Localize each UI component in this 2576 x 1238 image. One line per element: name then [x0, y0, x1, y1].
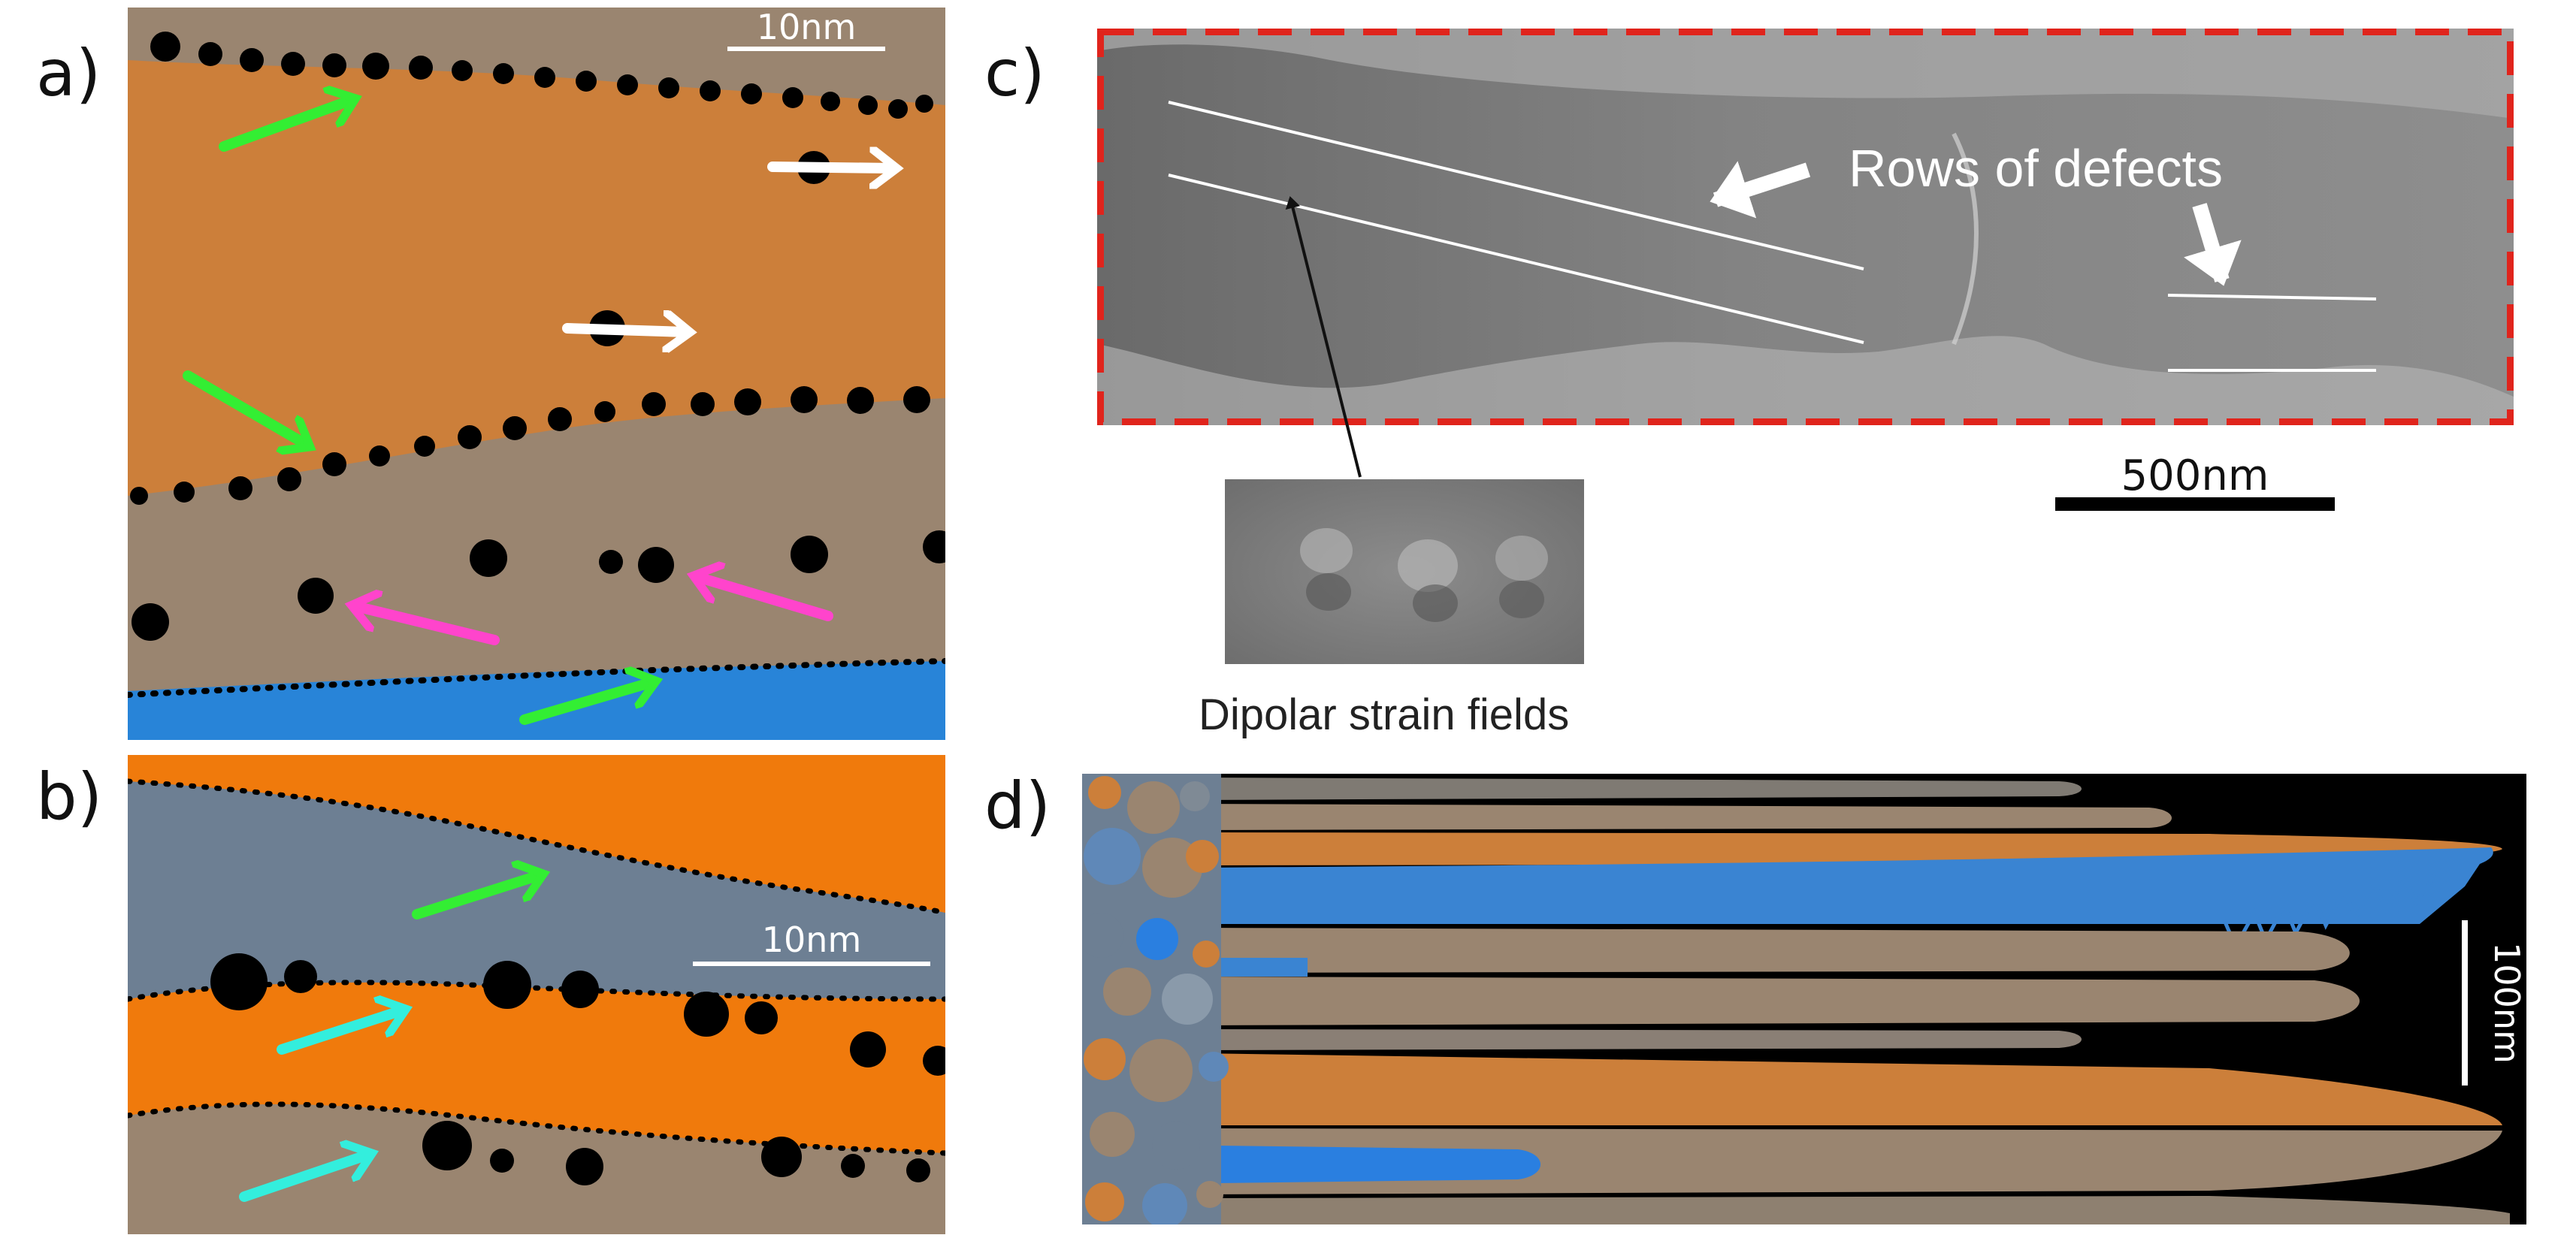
large-defects: [210, 953, 945, 1185]
grain-boundary: [1952, 132, 1979, 346]
panel-d-canvas: 100nm: [1082, 774, 2526, 1224]
strain-lobe: [1413, 584, 1458, 622]
green-arrow: [219, 100, 352, 152]
panel-a-canvas: 10nm: [128, 8, 945, 740]
white-arrow: [2184, 203, 2242, 286]
dashed-border: [1097, 29, 2514, 425]
pointer-arrow: [1285, 196, 1362, 478]
white-arrow: [562, 328, 686, 332]
white-arrow: [767, 167, 893, 168]
green-arrow: [183, 370, 307, 445]
panel-b-canvas: 10nm: [128, 755, 945, 1234]
green-arrow: [412, 875, 540, 919]
panel-c-annotations: 500nm: [1172, 195, 2375, 511]
panel-c-canvas: Rows of defects: [1097, 29, 2514, 425]
defect-row-top: [128, 778, 945, 916]
inset-caption: Dipolar strain fields: [1199, 690, 1570, 739]
panel-c-inset: [1225, 479, 1584, 664]
panel-c-annotation-canvas: 500nm: [1285, 196, 2335, 511]
magenta-arrow: [355, 606, 500, 645]
gray-grain: [1195, 778, 2082, 800]
magenta-arrow: [697, 577, 833, 621]
green-arrow: [519, 682, 652, 725]
panel-c-inset-canvas: [1225, 479, 1584, 664]
nucleation-grains: [1082, 776, 1229, 1224]
defect-row-lower: [132, 530, 945, 641]
scale-bar-label: 10nm: [757, 8, 857, 47]
panel-label-b: b): [36, 759, 103, 835]
cyan-arrow: [239, 1155, 368, 1202]
panel-label-a: a): [36, 36, 101, 111]
scale-bar-label: 10nm: [762, 919, 862, 960]
panel-b-simulation: 10nm: [128, 755, 945, 1234]
panel-a-simulation: 10nm: [128, 8, 945, 740]
strain-lobe: [1495, 536, 1548, 581]
strain-lobe: [1499, 581, 1544, 618]
gray-grain: [1195, 804, 2172, 830]
strain-lobe: [1300, 528, 1353, 573]
panel-c-micrograph: Rows of defects: [1097, 29, 2514, 425]
defect-row-middle: [130, 386, 930, 505]
scale-bar-label: 500nm: [2121, 451, 2269, 500]
gray-grain: [1195, 977, 2360, 1025]
lower-grain: [1097, 336, 2514, 425]
blue-grain: [1217, 958, 1308, 977]
panel-d-simulation: 100nm: [1082, 774, 2526, 1224]
rows-of-defects-label: Rows of defects: [1849, 139, 2223, 198]
scale-bar-label: 100nm: [2487, 942, 2526, 1064]
blue-grain-teeth: [2222, 874, 2437, 951]
defect-row-boundary: [128, 658, 945, 698]
blue-grain: [128, 661, 945, 740]
blue-grain: [1195, 847, 2493, 924]
cyan-arrow: [277, 1010, 402, 1055]
panel-label-d: d): [984, 768, 1051, 844]
gray-grain: [128, 1104, 945, 1234]
guide-line: [2167, 294, 2377, 300]
guide-line: [1168, 101, 1864, 270]
orange-grain: [128, 60, 945, 496]
panel-label-c: c): [984, 36, 1045, 111]
gray-grain: [1195, 1029, 2082, 1050]
defect-row-top: [150, 32, 933, 119]
upper-grain: [1097, 29, 2514, 119]
guide-line: [1168, 174, 1864, 344]
gray-grain: [1195, 928, 2350, 973]
blue-grain: [1217, 1146, 1540, 1183]
white-arrow: [1710, 161, 1811, 219]
gray-grain: [1195, 1196, 2510, 1224]
orange-grain: [1195, 1053, 2502, 1125]
strain-lobe: [1398, 539, 1458, 592]
strain-lobe: [1306, 573, 1351, 611]
